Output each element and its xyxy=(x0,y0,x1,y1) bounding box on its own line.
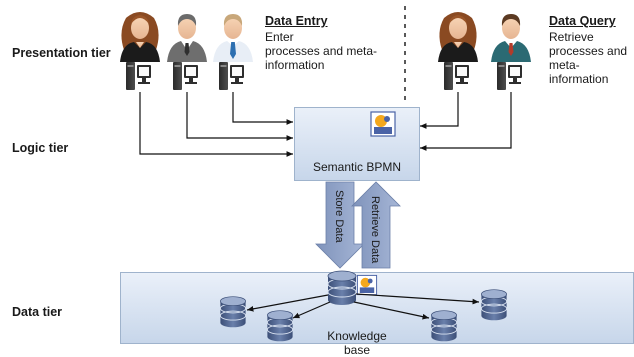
data-tier-label: Data tier xyxy=(12,305,63,319)
data-entry-line: Enter xyxy=(265,30,294,44)
data-entry-line: processes and meta- xyxy=(265,44,378,58)
database-icon xyxy=(219,296,247,328)
data-entry-description: Enter processes and meta- information xyxy=(265,30,377,72)
female-user-icon xyxy=(438,12,478,62)
query-connector xyxy=(420,92,459,129)
database-icon xyxy=(430,310,458,342)
retrieve-data-label: Retrieve Data xyxy=(369,196,381,264)
data-query-line: processes and xyxy=(549,44,628,58)
female-user-icon xyxy=(120,12,160,62)
data-query-description: Retrieve processes and meta-information xyxy=(549,30,634,86)
computer-icon xyxy=(173,62,198,90)
semantic-bpmn-box xyxy=(294,107,420,181)
computer-icon xyxy=(444,62,469,90)
male-user-tie-icon xyxy=(213,14,253,62)
store-data-arrow xyxy=(315,181,365,269)
male-user-icon xyxy=(167,14,207,62)
kb-connector xyxy=(353,301,430,320)
database-icon xyxy=(266,310,294,342)
data-entry-line: information xyxy=(265,58,325,72)
data-query-line: meta-information xyxy=(549,58,609,86)
entry-connector xyxy=(186,92,293,141)
presentation-tier-label: Presentation tier xyxy=(12,46,111,60)
logic-tier-label: Logic tier xyxy=(12,141,69,155)
semantic-bpmn-label: Semantic BPMN xyxy=(312,160,402,174)
computer-icon xyxy=(497,62,522,90)
data-query-heading: Data Query xyxy=(549,14,616,28)
computer-icon xyxy=(219,62,244,90)
male-user-icon xyxy=(491,14,531,62)
entry-connector xyxy=(232,92,293,125)
database-icon xyxy=(480,289,508,321)
entry-connector xyxy=(139,92,293,157)
diagram-canvas xyxy=(120,6,531,342)
query-connector xyxy=(420,92,512,151)
retrieve-data-arrow xyxy=(351,181,401,269)
kb-connector xyxy=(292,301,331,319)
kb-connector xyxy=(355,293,480,305)
computer-icon xyxy=(126,62,151,90)
kb-connector xyxy=(246,294,329,312)
data-query-line: Retrieve xyxy=(549,30,594,44)
store-data-label: Store Data xyxy=(333,190,345,243)
database-icon xyxy=(327,270,357,306)
semantic-mediawiki-logo xyxy=(370,111,396,137)
data-entry-heading: Data Entry xyxy=(265,14,328,28)
semantic-mediawiki-logo xyxy=(356,274,378,296)
